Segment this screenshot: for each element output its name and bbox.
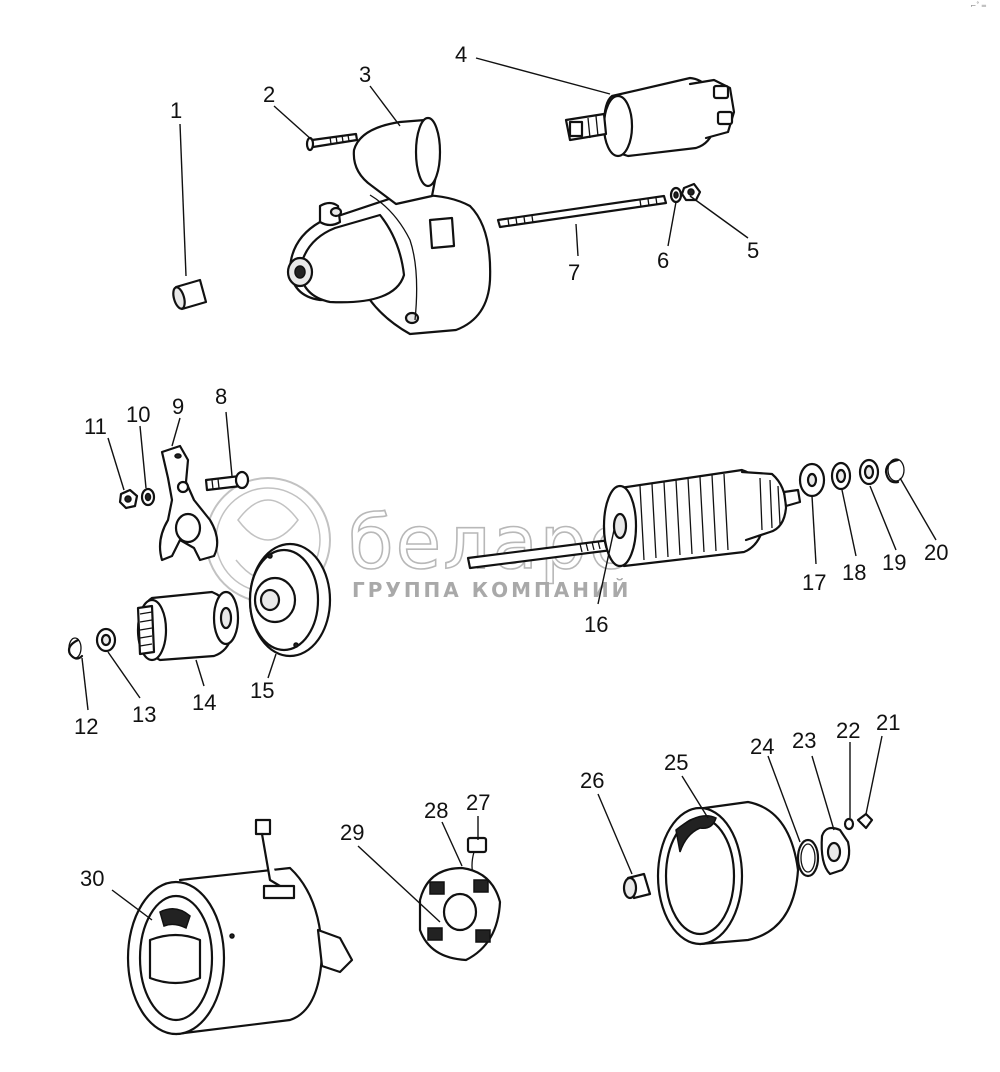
part-3-drive-housing xyxy=(286,116,492,336)
callout-16: 16 xyxy=(584,612,608,637)
part-2-screw xyxy=(305,132,359,152)
part-4-solenoid xyxy=(564,76,736,158)
part-14-drive-pinion xyxy=(136,590,240,662)
part-26-bushing xyxy=(622,872,652,900)
part-16-armature xyxy=(466,468,802,570)
part-30-stator-housing xyxy=(126,818,354,1036)
part-10-washer xyxy=(140,487,156,507)
callout-18: 18 xyxy=(842,560,866,585)
part-11-nut xyxy=(118,488,139,510)
watermark-subtitle: ГРУППА КОМПАНИЙ xyxy=(352,578,631,602)
callout-25: 25 xyxy=(664,750,688,775)
callout-3: 3 xyxy=(359,62,371,87)
part-6-washer xyxy=(669,186,683,204)
part-13-washer xyxy=(95,627,117,653)
part-17-washer xyxy=(798,462,826,498)
callout-21: 21 xyxy=(876,710,900,735)
callout-6: 6 xyxy=(657,248,669,273)
callout-27: 27 xyxy=(466,790,490,815)
part-21-screw xyxy=(856,812,874,830)
watermark: беларо ГРУППА КОМПАНИЙ xyxy=(205,477,635,603)
callout-17: 17 xyxy=(802,570,826,595)
corner-mark: ⌐˚ ═ xyxy=(970,2,986,10)
part-23-end-cap xyxy=(820,826,851,876)
callout-4: 4 xyxy=(455,42,467,67)
callout-13: 13 xyxy=(132,702,156,727)
callout-15: 15 xyxy=(250,678,274,703)
callout-23: 23 xyxy=(792,728,816,753)
callout-28: 28 xyxy=(424,798,448,823)
part-18-washer xyxy=(830,461,852,491)
leader-lines xyxy=(81,57,937,923)
part-28-29-brush-holder xyxy=(418,866,502,962)
part-8-pivot-pin xyxy=(204,470,250,492)
callout-1: 1 xyxy=(170,98,182,123)
part-15-intermediate-plate xyxy=(248,542,332,658)
part-1-bushing xyxy=(172,278,208,311)
callout-11: 11 xyxy=(84,414,107,439)
callout-20: 20 xyxy=(924,540,948,565)
part-5-nut xyxy=(680,182,702,202)
callout-12: 12 xyxy=(74,714,98,739)
callout-26: 26 xyxy=(580,768,604,793)
callout-24: 24 xyxy=(750,734,774,759)
callout-8: 8 xyxy=(215,384,227,409)
callout-7: 7 xyxy=(568,260,580,285)
callout-30: 30 xyxy=(80,866,104,891)
callout-2: 2 xyxy=(263,82,275,107)
callout-9: 9 xyxy=(172,394,184,419)
callout-22: 22 xyxy=(836,718,860,743)
part-20-retaining-ring xyxy=(884,458,905,484)
callout-numbers: 1 2 3 4 5 6 7 8 9 10 11 12 13 14 15 16 1… xyxy=(74,42,948,891)
callout-10: 10 xyxy=(126,402,150,427)
part-24-seal-ring xyxy=(796,838,820,878)
part-22-washer xyxy=(843,817,855,831)
callout-5: 5 xyxy=(747,238,759,263)
part-19-washer xyxy=(858,458,880,486)
part-7-through-bolt xyxy=(496,194,668,229)
callout-14: 14 xyxy=(192,690,216,715)
callout-19: 19 xyxy=(882,550,906,575)
part-25-end-cover xyxy=(656,800,800,946)
callout-29: 29 xyxy=(340,820,364,845)
part-12-retaining-ring xyxy=(67,637,84,660)
part-9-shift-lever xyxy=(158,444,219,562)
